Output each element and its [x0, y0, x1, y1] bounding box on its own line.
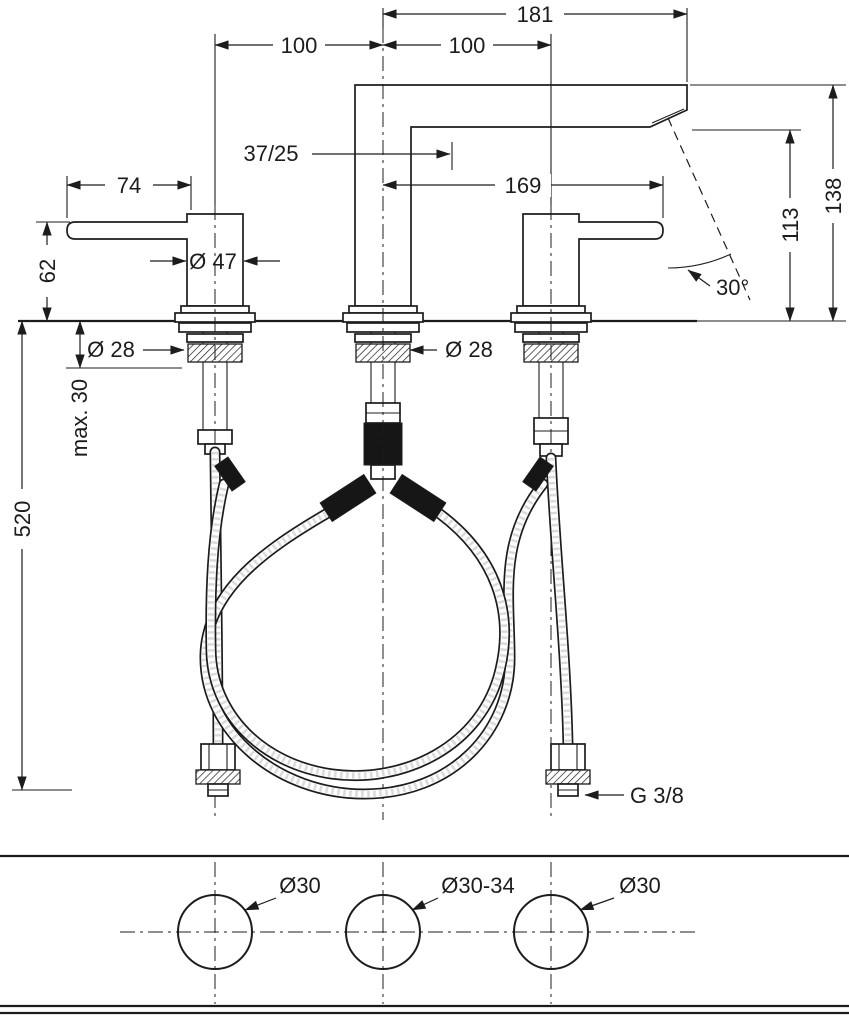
dim-handle-height: 62: [35, 221, 70, 322]
dim-spread-total: 181: [382, 2, 688, 82]
drill-hole-right: [513, 894, 589, 970]
dim-label-113: 113: [778, 207, 803, 242]
dim-label-diam28-left: Ø 28: [87, 337, 135, 362]
dim-label-100-right: 100: [449, 33, 486, 58]
hose-ferrule-left: [214, 456, 246, 492]
dim-supply-thread: G 3/8: [584, 783, 684, 808]
supply-fittings: [195, 743, 591, 797]
dim-lever-reach: 169: [382, 173, 664, 218]
dim-label-diam-47: Ø 47: [189, 249, 237, 274]
dim-spread-left: 100: [214, 33, 384, 205]
dim-outlet-height: 113: [692, 129, 803, 322]
dim-label-diam28-middle: Ø 28: [445, 337, 493, 362]
tee-connector-right: [389, 473, 447, 523]
dim-label-g38: G 3/8: [630, 783, 684, 808]
drill-hole-middle: [345, 894, 421, 970]
dim-label-520: 520: [10, 501, 35, 538]
drill-hole-middle-label: Ø30-34: [441, 873, 514, 898]
spout-angle-arc: [667, 253, 732, 269]
dim-spout-angle: 30°: [687, 269, 749, 300]
hose-connectors: [214, 456, 554, 523]
dim-label-138: 138: [821, 178, 846, 215]
dim-handle-diameter: Ø 47: [150, 249, 280, 274]
dim-label-62: 62: [35, 259, 60, 283]
drill-hole-left: [177, 894, 253, 970]
dim-shank-left-diameter: Ø 28: [87, 337, 185, 362]
tee-connector-left: [319, 473, 377, 523]
dim-label-100-left: 100: [281, 33, 318, 58]
dim-spread-right: 100: [382, 33, 552, 205]
spout-angle-reference-line: [667, 117, 751, 301]
dim-label-30deg: 30°: [716, 275, 749, 300]
dim-spout-note: 37/25: [243, 141, 453, 170]
dim-label-37-25: 37/25: [243, 141, 298, 166]
dim-label-max30: max. 30: [67, 379, 92, 457]
right-handle: [510, 213, 664, 323]
hose-ferrule-right: [522, 456, 554, 492]
drill-hole-left-label: Ø30: [279, 873, 321, 898]
drill-hole-right-label: Ø30: [619, 873, 661, 898]
supply-hoses: [205, 452, 568, 794]
dim-label-74: 74: [117, 173, 141, 198]
dim-shank-middle-diameter: Ø 28: [409, 337, 493, 362]
dim-hose-length: 520: [10, 320, 72, 791]
dim-total-height: 138: [690, 84, 846, 322]
dim-lever-length: 74: [66, 173, 192, 218]
dim-counter-thickness: max. 30: [66, 320, 182, 457]
drill-template: Ø30 Ø30-34 Ø30: [0, 854, 849, 1015]
dim-label-169: 169: [505, 173, 542, 198]
dim-label-181: 181: [517, 2, 554, 27]
